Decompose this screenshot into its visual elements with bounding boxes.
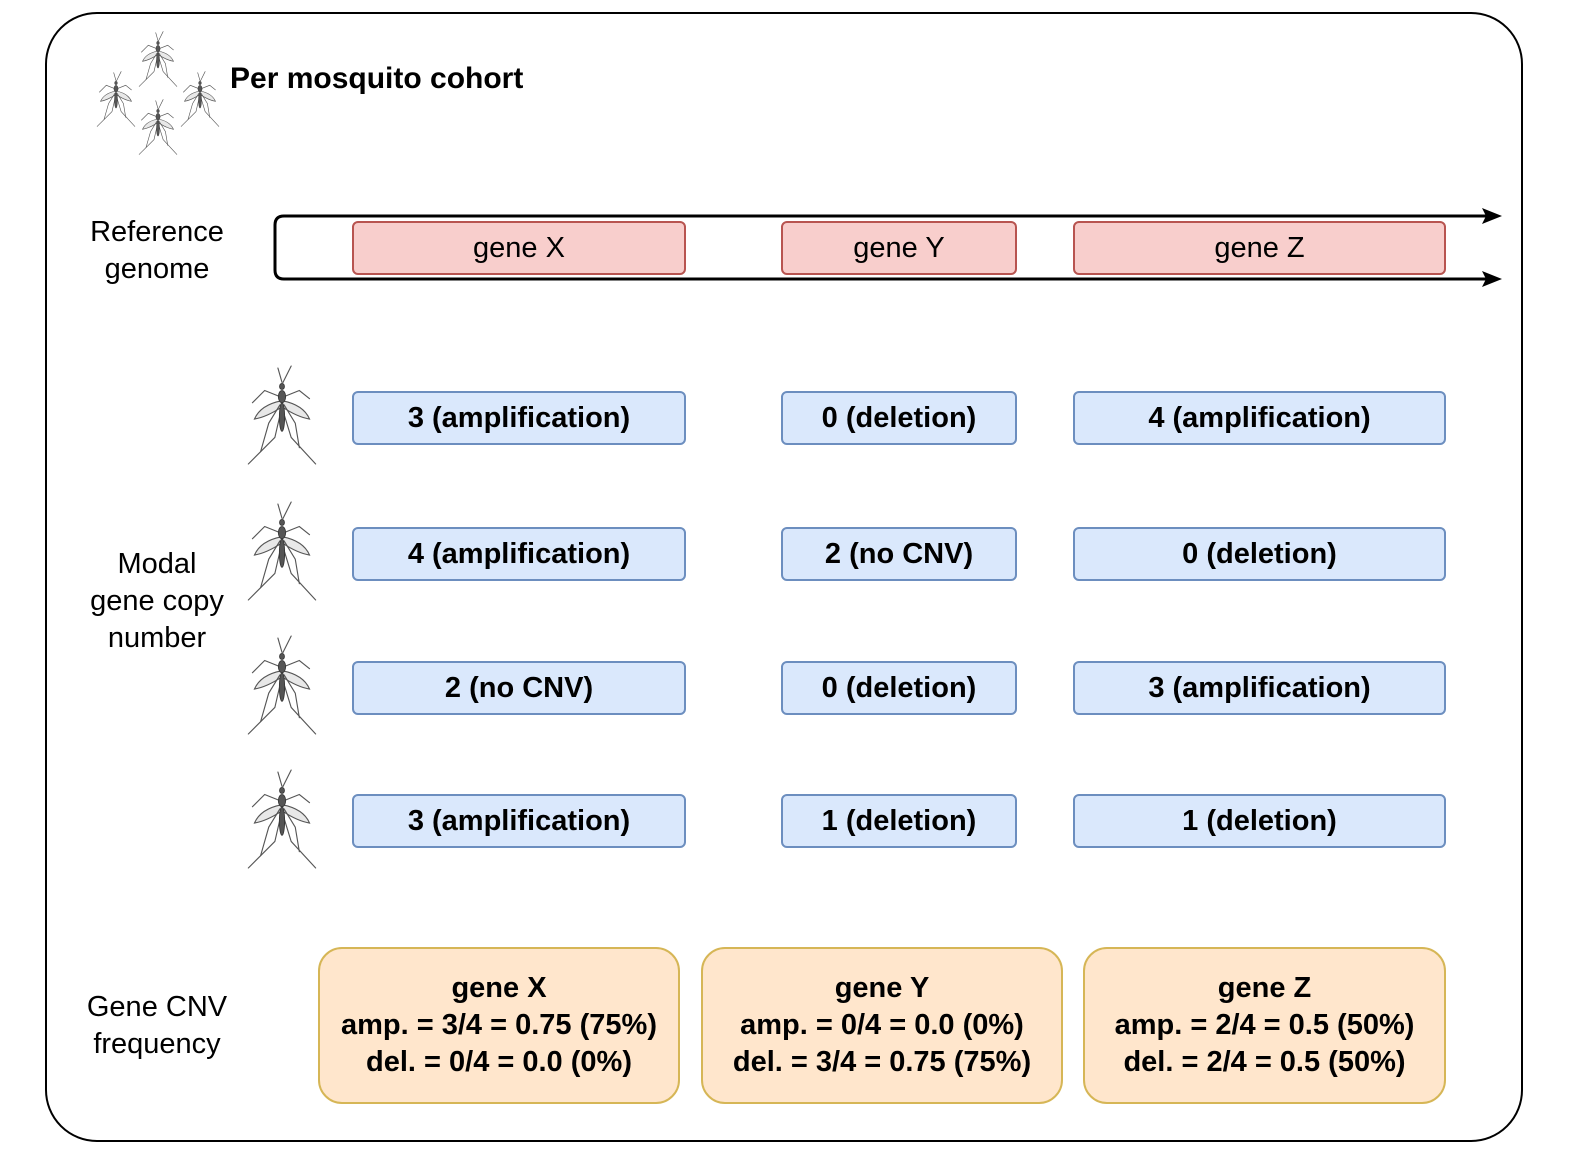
reference-genome-label: Reference genome [90, 216, 224, 285]
gene-y-frequency: gene Y amp. = 0/4 = 0.0 (0%) del. = 3/4 … [701, 947, 1063, 1104]
deletion-frequency: del. = 3/4 = 0.75 (75%) [732, 1046, 1032, 1078]
gene-x-box: gene X [352, 221, 686, 275]
deletion-frequency: del. = 2/4 = 0.5 (50%) [1123, 1046, 1406, 1078]
deletion-frequency: del. = 0/4 = 0.0 (0%) [366, 1046, 632, 1078]
copy-number-cell: 3 (amplification) [352, 794, 686, 848]
diagram-title: Per mosquito cohort [230, 62, 524, 95]
frequency-gene-name: gene Y [834, 972, 930, 1004]
copy-number-cell: 4 (amplification) [352, 527, 686, 581]
frequency-gene-name: gene X [451, 972, 547, 1004]
mosquito-icon [138, 30, 178, 88]
copy-number-cell: 1 (deletion) [781, 794, 1017, 848]
amplification-frequency: amp. = 0/4 = 0.0 (0%) [740, 1009, 1024, 1041]
gene-z-box: gene Z [1073, 221, 1446, 275]
reference-genome-strands [273, 208, 1502, 287]
mosquito-icon [96, 70, 136, 128]
mosquito-icon [180, 70, 220, 128]
gene-z-frequency: gene Z amp. = 2/4 = 0.5 (50%) del. = 2/4… [1083, 947, 1446, 1104]
copy-number-cell: 3 (amplification) [1073, 661, 1446, 715]
amplification-frequency: amp. = 3/4 = 0.75 (75%) [341, 1009, 657, 1041]
modal-copy-number-label: Modal gene copy number [90, 548, 224, 654]
copy-number-cell: 0 (deletion) [781, 391, 1017, 445]
diagram-frame [45, 12, 1523, 1142]
copy-number-cell: 4 (amplification) [1073, 391, 1446, 445]
gene-x-frequency: gene X amp. = 3/4 = 0.75 (75%) del. = 0/… [318, 947, 680, 1104]
copy-number-cell: 3 (amplification) [352, 391, 686, 445]
mosquito-icon [138, 98, 178, 156]
mosquito-icon [246, 500, 318, 602]
amplification-frequency: amp. = 2/4 = 0.5 (50%) [1114, 1009, 1415, 1041]
copy-number-cell: 2 (no CNV) [352, 661, 686, 715]
cnv-frequency-label: Gene CNV frequency [86, 991, 228, 1060]
gene-y-box: gene Y [781, 221, 1017, 275]
mosquito-icon [246, 634, 318, 736]
mosquito-icon [246, 364, 318, 466]
mosquito-icon [246, 768, 318, 870]
copy-number-cell: 2 (no CNV) [781, 527, 1017, 581]
copy-number-cell: 1 (deletion) [1073, 794, 1446, 848]
frequency-gene-name: gene Z [1217, 972, 1312, 1004]
copy-number-cell: 0 (deletion) [781, 661, 1017, 715]
copy-number-cell: 0 (deletion) [1073, 527, 1446, 581]
